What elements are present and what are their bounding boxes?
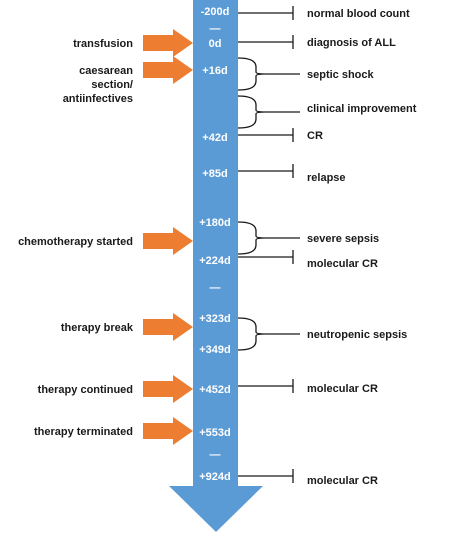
event-label: neutropenic sepsis: [307, 329, 407, 341]
event-connector: [238, 164, 294, 178]
day-marker: +553d: [199, 427, 231, 439]
brace: [237, 221, 266, 255]
day-marker: +452d: [199, 384, 231, 396]
action-label: chemotherapy started: [18, 236, 133, 248]
day-marker: +323d: [199, 313, 231, 325]
event-label: normal blood count: [307, 8, 410, 20]
day-marker: +349d: [199, 344, 231, 356]
event-label: CR: [307, 130, 323, 142]
day-marker: 0d: [209, 38, 222, 50]
event-connector: [238, 128, 294, 142]
day-marker: +180d: [199, 217, 231, 229]
event-label: clinical improvement: [307, 103, 417, 115]
gap-mark: —: [210, 282, 221, 294]
timeline-bar: [169, 0, 263, 532]
event-connector: [238, 250, 294, 264]
brace: [237, 57, 266, 91]
event-connector: [238, 35, 294, 49]
event-connector: [238, 469, 294, 483]
action-label: section/: [91, 79, 133, 91]
action-label: therapy continued: [38, 384, 133, 396]
event-label: molecular CR: [307, 383, 378, 395]
day-marker: +924d: [199, 471, 231, 483]
action-label: transfusion: [73, 38, 133, 50]
brace: [237, 317, 266, 351]
day-marker: -200d: [201, 6, 230, 18]
action-arrow: [143, 29, 193, 57]
day-marker: +16d: [202, 65, 227, 77]
brace: [237, 95, 266, 129]
event-label: molecular CR: [307, 475, 378, 487]
action-label: therapy terminated: [34, 426, 133, 438]
day-marker: +224d: [199, 255, 231, 267]
action-label: therapy break: [61, 322, 134, 334]
event-label: severe sepsis: [307, 233, 379, 245]
action-label: antiinfectives: [63, 93, 133, 105]
action-arrow: [143, 417, 193, 445]
gap-mark: —: [210, 449, 221, 461]
event-label: septic shock: [307, 69, 375, 81]
day-marker: +85d: [202, 168, 227, 180]
action-label: caesarean: [79, 65, 133, 77]
action-arrow: [143, 56, 193, 84]
event-label: molecular CR: [307, 258, 378, 270]
action-arrow: [143, 227, 193, 255]
action-arrow: [143, 313, 193, 341]
event-connector: [238, 379, 294, 393]
gap-mark: —: [210, 23, 221, 35]
event-label: relapse: [307, 172, 346, 184]
action-arrow: [143, 375, 193, 403]
event-connector: [238, 6, 294, 20]
event-label: diagnosis of ALL: [307, 37, 396, 49]
day-marker: +42d: [202, 132, 227, 144]
